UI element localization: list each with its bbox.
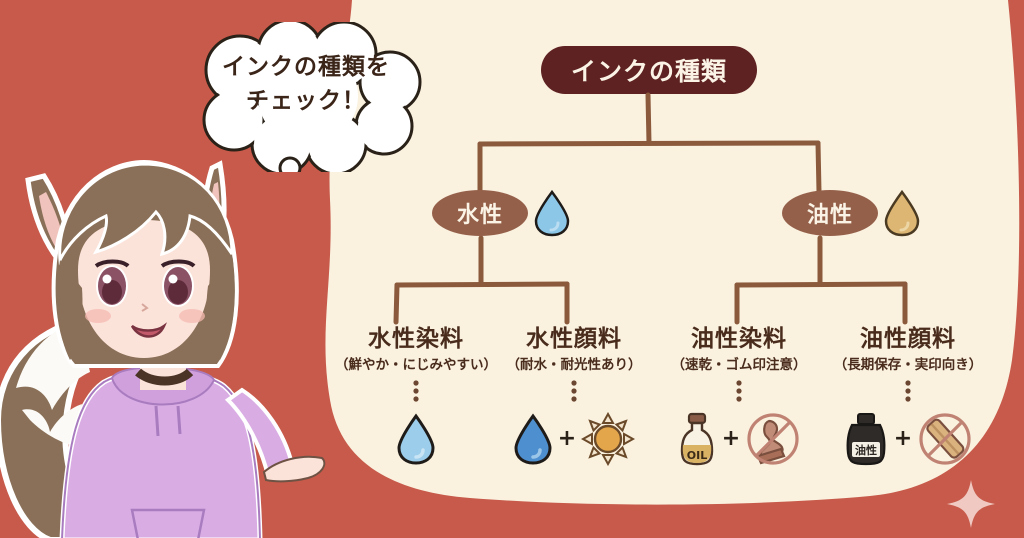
category-oval-water: 水性	[432, 190, 528, 236]
light-water-drop-icon	[397, 413, 435, 465]
diagram-title: インクの種類	[541, 46, 757, 94]
leaf-title: 水性染料	[368, 326, 464, 352]
plus-sign: +	[893, 426, 913, 451]
leaf-title: 油性染料	[691, 326, 787, 352]
svg-text:OIL: OIL	[687, 449, 707, 462]
leaf-icon-row: +	[489, 408, 659, 470]
category-oval-oil: 油性	[782, 190, 878, 236]
leaf-subtitle: （長期保存・実印向き）	[833, 357, 983, 373]
black-ink-bottle-icon: 油性	[846, 413, 886, 466]
leaf-title: 油性顔料	[860, 326, 956, 352]
leaf-node-water-dye[interactable]: 水性染料 （鮮やか・にじみやすい）	[331, 325, 501, 470]
dotted-connector	[905, 380, 911, 402]
water-drop-icon	[534, 189, 570, 237]
thought-bubble	[202, 22, 422, 172]
dotted-connector	[571, 380, 577, 402]
category-label-water: 水性	[456, 203, 503, 228]
leaf-node-oil-pigment[interactable]: 油性顔料 （長期保存・実印向き） 油性 +	[823, 325, 993, 470]
no-wooden-hanko-icon	[919, 413, 971, 465]
no-rubber-stamp-icon	[747, 413, 799, 465]
oil-drop-icon	[884, 189, 920, 237]
plus-sign: +	[721, 426, 741, 451]
thought-bubble-text: インクの種類を チェック！	[222, 54, 390, 114]
leaf-icon-row: OIL +	[654, 408, 824, 470]
dotted-connector	[413, 380, 419, 402]
oil-bottle-icon: OIL	[680, 412, 713, 466]
leaf-icon-row: 油性 +	[823, 408, 993, 470]
category-label-oil: 油性	[806, 203, 853, 228]
leaf-title: 水性顔料	[526, 326, 622, 352]
leaf-node-oil-dye[interactable]: 油性染料 （速乾・ゴム印注意） OIL +	[654, 325, 824, 470]
leaf-subtitle: （速乾・ゴム印注意）	[671, 357, 807, 373]
plus-sign: +	[557, 426, 577, 451]
sparkle-icon	[947, 480, 995, 528]
leaf-subtitle: （鮮やか・にじみやすい）	[335, 357, 497, 373]
ink-bottle-label: 油性	[855, 443, 877, 457]
category-node-oil[interactable]: 油性	[782, 189, 922, 237]
sun-icon	[581, 412, 636, 466]
cat-girl-character	[0, 159, 326, 538]
leaf-icon-row	[331, 408, 501, 470]
dark-water-drop-icon	[514, 413, 552, 465]
leaf-node-water-pigment[interactable]: 水性顔料 （耐水・耐光性あり） +	[489, 325, 659, 470]
dotted-connector	[736, 380, 742, 402]
category-node-water[interactable]: 水性	[432, 189, 572, 237]
diagram-title-label: インクの種類	[570, 57, 727, 86]
leaf-subtitle: （耐水・耐光性あり）	[506, 357, 642, 373]
